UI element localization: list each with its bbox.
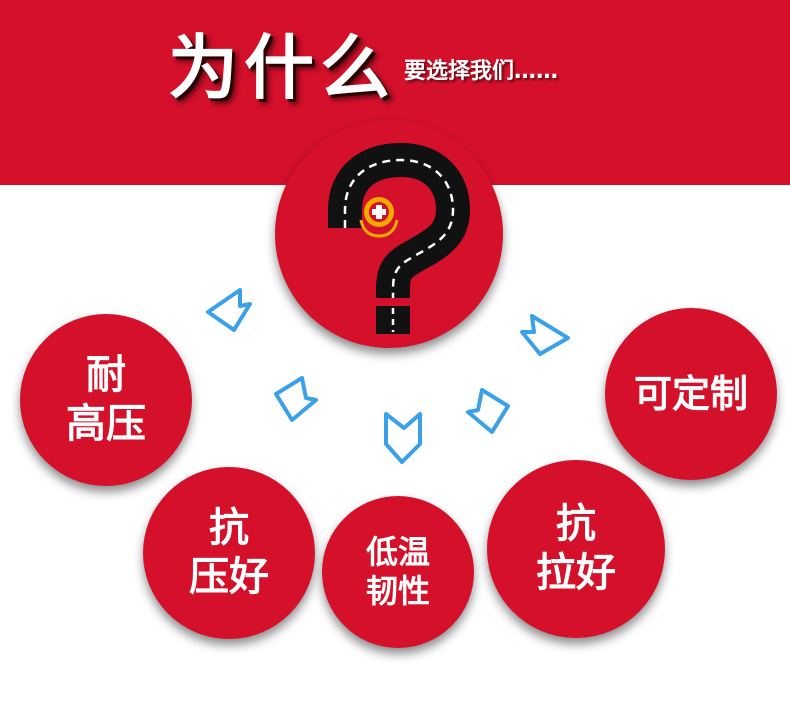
feature-compression-resistant: 抗 压好 [143, 467, 315, 639]
feature-line: 拉好 [536, 550, 616, 596]
feature-line: 压好 [189, 554, 269, 600]
feature-line: 可定制 [633, 371, 748, 416]
feature-line: 低温 [365, 532, 430, 571]
title-main: 为什么 [168, 26, 396, 109]
arrow-icon [466, 388, 510, 434]
arrow-icon [274, 376, 318, 422]
arrow-icon [206, 288, 252, 332]
title-subtitle: 要选择我们…… [404, 59, 559, 84]
feature-low-temperature-toughness: 低温 韧性 [322, 496, 474, 648]
feature-customizable: 可定制 [605, 308, 777, 480]
page-title: 为什么 要选择我们…… [168, 22, 559, 109]
question-mark-road-icon [328, 143, 470, 334]
feature-line: 高压 [66, 401, 146, 447]
feature-line: 韧性 [365, 572, 430, 610]
feature-line: 抗 [556, 501, 596, 548]
feature-line: 耐 [86, 352, 126, 399]
center-question-circle [275, 120, 503, 348]
feature-pressure-resistant: 耐 高压 [20, 314, 192, 486]
feature-tensile-resistant: 抗 拉好 [487, 460, 665, 638]
feature-line: 抗 [209, 505, 249, 552]
arrow-icon [384, 412, 422, 464]
cross-gear-emblem-icon [359, 197, 399, 238]
arrow-icon [520, 314, 570, 356]
